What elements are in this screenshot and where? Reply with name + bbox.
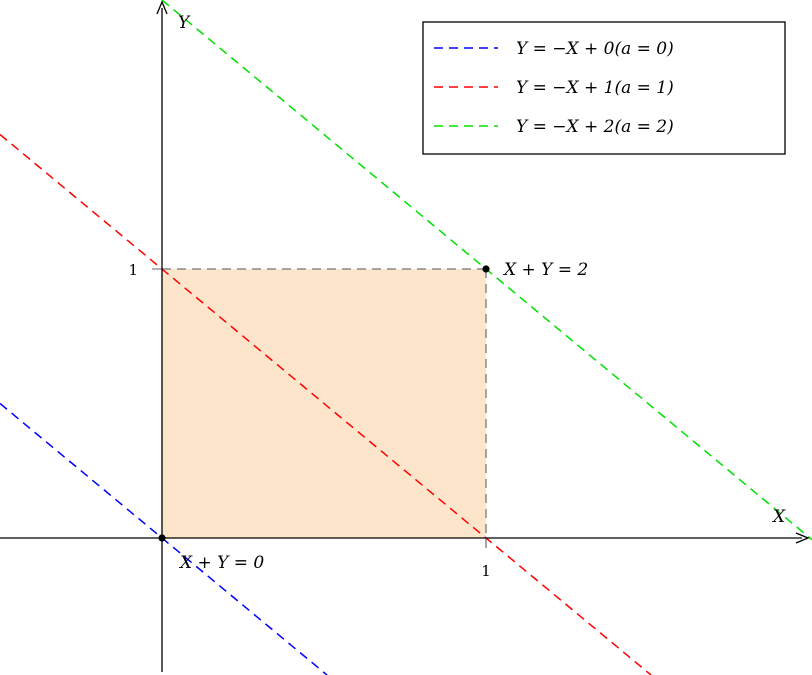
point-label-origin: X + Y = 0 [178, 553, 264, 573]
legend-label-a1: Y = −X + 1(a = 1) [516, 78, 674, 98]
y-axis-arrow-icon [156, 0, 168, 15]
points-layer: X + Y = 0 X + Y = 2 [158, 260, 588, 573]
legend: Y = −X + 0(a = 0) Y = −X + 1(a = 1) Y = … [422, 21, 786, 155]
x-axis-label: X [771, 507, 786, 527]
point-one-one [482, 265, 490, 273]
series-line-a1 [0, 133, 652, 675]
y-tick-label-1: 1 [128, 261, 138, 279]
point-origin [158, 534, 166, 542]
legend-box [422, 21, 786, 155]
legend-label-a0: Y = −X + 0(a = 0) [516, 39, 674, 59]
x-axis-arrow-icon [795, 532, 810, 544]
x-tick-label-1: 1 [481, 562, 491, 580]
region-layer [152, 268, 487, 548]
point-label-one-one: X + Y = 2 [502, 260, 588, 280]
legend-label-a2: Y = −X + 2(a = 2) [516, 117, 674, 137]
y-axis-label: Y [178, 13, 191, 33]
